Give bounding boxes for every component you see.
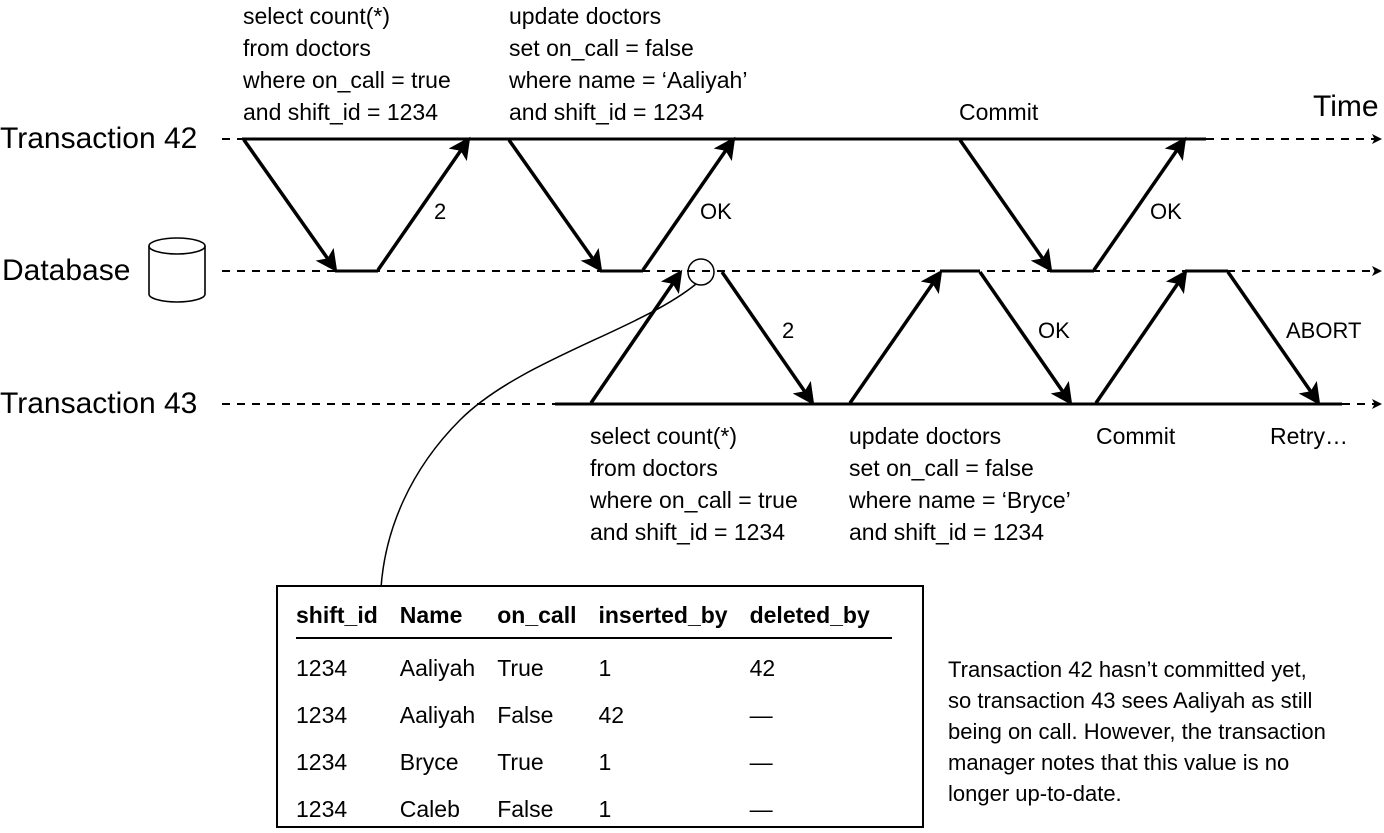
tx43-select-query: select count(*) from doctors where on_ca… bbox=[590, 420, 798, 548]
tx42-select-response: 2 bbox=[434, 199, 447, 224]
tx42-commit-response-arrow bbox=[1092, 136, 1187, 271]
table-row: 1234 Bryce True 1 — bbox=[296, 739, 892, 786]
tx43-update-query: update doctors set on_call = false where… bbox=[849, 420, 1071, 548]
table-cell: 1 bbox=[598, 749, 612, 775]
snapshot-read-marker bbox=[687, 258, 715, 286]
query-line: set on_call = false bbox=[509, 35, 694, 61]
table-cell: Caleb bbox=[399, 796, 460, 822]
table-cell: 1 bbox=[598, 796, 612, 822]
tx43-select-response: 2 bbox=[782, 318, 795, 343]
tx43-commit-request-arrow bbox=[1094, 269, 1188, 404]
database-cylinder-icon bbox=[148, 237, 206, 303]
database-row-label: Database bbox=[2, 254, 131, 287]
table-cell: — bbox=[749, 796, 773, 822]
note-line: Transaction 42 hasn’t committed yet, bbox=[948, 657, 1307, 682]
table-cell: 1 bbox=[598, 655, 612, 681]
column-header: on_call bbox=[497, 601, 577, 628]
query-line: select count(*) bbox=[243, 3, 391, 29]
query-line: where on_call = true bbox=[590, 487, 798, 513]
query-line: where on_call = true bbox=[243, 67, 451, 93]
tx42-update-response: OK bbox=[700, 199, 732, 224]
table-cell: 42 bbox=[598, 702, 625, 728]
table-cell: 1234 bbox=[296, 749, 348, 775]
table-cell: True bbox=[497, 655, 544, 681]
tx42-commit-label: Commit bbox=[959, 99, 1039, 125]
column-header: shift_id bbox=[296, 601, 378, 628]
query-line: and shift_id = 1234 bbox=[509, 99, 705, 125]
table-cell: 1234 bbox=[296, 702, 348, 728]
query-line: update doctors bbox=[849, 423, 1002, 449]
mvcc-rows-table: shift_id Name on_call inserted_by delete… bbox=[276, 585, 924, 828]
table-cell: 1234 bbox=[296, 796, 348, 822]
table-cell: — bbox=[749, 702, 773, 728]
tx42-select-request-arrow bbox=[242, 138, 338, 273]
tx42-update-query: update doctors set on_call = false where… bbox=[509, 0, 747, 128]
callout-curve bbox=[380, 283, 697, 589]
tx43-commit-response-arrow bbox=[1226, 271, 1321, 406]
time-axis-label: Time bbox=[1313, 90, 1379, 123]
tx43-select-request-arrow bbox=[589, 269, 683, 404]
tx43-update-request-arrow bbox=[848, 269, 943, 404]
query-line: where name = ‘Aaliyah’ bbox=[509, 67, 748, 93]
table-header-row: shift_id Name on_call inserted_by delete… bbox=[296, 593, 892, 638]
query-line: and shift_id = 1234 bbox=[590, 519, 786, 545]
query-line: and shift_id = 1234 bbox=[243, 99, 439, 125]
table-cell: False bbox=[497, 796, 554, 822]
tx43-retry-label: Retry… bbox=[1270, 423, 1348, 449]
note-line: so transaction 43 sees Aaliyah as still bbox=[948, 688, 1313, 713]
table-row: 1234 Aaliyah False 42 — bbox=[296, 692, 892, 739]
table-cell: False bbox=[497, 702, 554, 728]
query-line: set on_call = false bbox=[849, 455, 1034, 481]
query-line: select count(*) bbox=[590, 423, 738, 449]
query-line: update doctors bbox=[509, 3, 662, 29]
table-cell: True bbox=[497, 749, 544, 775]
column-header: Name bbox=[399, 601, 463, 628]
tx42-select-query: select count(*) from doctors where on_ca… bbox=[243, 0, 451, 128]
tx42-commit-request-arrow bbox=[958, 138, 1053, 273]
note-line: longer up-to-date. bbox=[948, 781, 1122, 806]
column-header: inserted_by bbox=[598, 601, 728, 628]
tx43-row-label: Transaction 43 bbox=[0, 387, 198, 420]
tx42-commit-response: OK bbox=[1150, 199, 1182, 224]
tx43-update-response-arrow bbox=[978, 271, 1073, 406]
tx42-row-label: Transaction 42 bbox=[0, 122, 198, 155]
query-line: from doctors bbox=[590, 455, 718, 481]
tx42-update-request-arrow bbox=[507, 138, 603, 273]
table-cell: Bryce bbox=[399, 749, 459, 775]
tx43-commit-response: ABORT bbox=[1286, 318, 1362, 343]
query-line: and shift_id = 1234 bbox=[849, 519, 1045, 545]
tx43-select-response-arrow bbox=[720, 271, 815, 406]
table-cell: Aaliyah bbox=[399, 655, 476, 681]
explanation-note: Transaction 42 hasn’t committed yet, so … bbox=[948, 654, 1326, 809]
column-header: deleted_by bbox=[749, 601, 870, 628]
table-cell: Aaliyah bbox=[399, 702, 476, 728]
tx42-select-response-arrow bbox=[376, 136, 471, 271]
note-line: manager notes that this value is no bbox=[948, 750, 1290, 775]
table-row: 1234 Aaliyah True 1 42 bbox=[296, 638, 892, 692]
table: shift_id Name on_call inserted_by delete… bbox=[296, 593, 892, 833]
tx43-commit-label: Commit bbox=[1096, 423, 1176, 449]
note-line: being on call. However, the transaction bbox=[948, 719, 1326, 744]
table-cell: 42 bbox=[749, 655, 776, 681]
tx43-update-response: OK bbox=[1038, 318, 1070, 343]
table-cell: — bbox=[749, 749, 773, 775]
query-line: from doctors bbox=[243, 35, 371, 61]
table-cell: 1234 bbox=[296, 655, 348, 681]
query-line: where name = ‘Bryce’ bbox=[849, 487, 1071, 513]
tx42-update-response-arrow bbox=[641, 136, 736, 271]
table-row: 1234 Caleb False 1 — bbox=[296, 786, 892, 833]
